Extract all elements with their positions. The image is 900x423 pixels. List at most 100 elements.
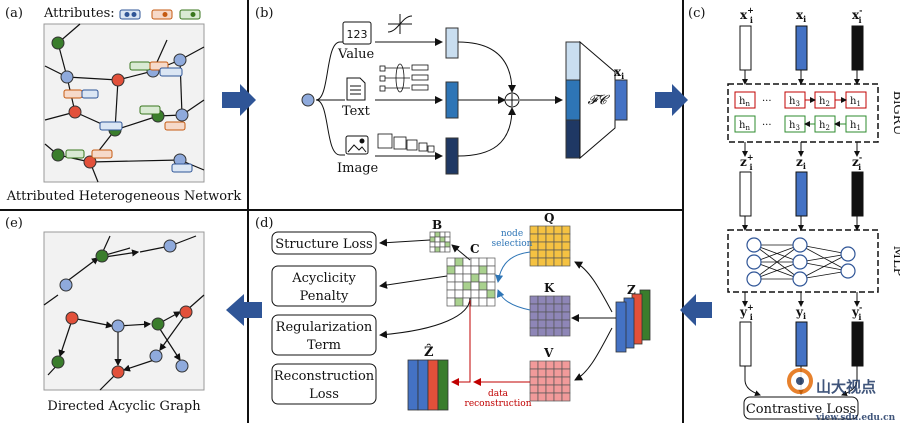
gru-backward-row: hn h3 h2 h1 ···	[734, 115, 867, 133]
matrix-cell	[561, 384, 571, 394]
matrix-v	[529, 360, 571, 402]
matrix-cell	[486, 289, 496, 299]
matrix-cell	[529, 368, 539, 378]
matrix-cell	[561, 303, 571, 313]
matrix-cell	[446, 297, 456, 307]
matrix-cell	[429, 246, 436, 253]
bigru-block	[727, 83, 879, 143]
matrix-cell	[553, 384, 563, 394]
matrix-cell	[529, 311, 539, 321]
panel-d: (d) Structure Loss Acyclicity Penalty Re…	[255, 211, 651, 411]
panel-label-a: (a)	[5, 6, 23, 21]
value-icon	[342, 21, 372, 45]
panel-a-caption: Attributed Heterogeneous Network	[6, 189, 242, 204]
svg-text:···: ···	[762, 120, 772, 131]
panel-a: (a) Attributes:	[5, 6, 241, 204]
matrix-cell	[529, 384, 539, 394]
matrix-cell	[429, 241, 436, 248]
matrix-cell	[553, 360, 563, 370]
matrix-c	[446, 257, 496, 307]
matrix-cell	[478, 273, 488, 283]
matrix-cell	[545, 360, 555, 370]
svg-text:···: ···	[762, 96, 772, 107]
svg-text:h3: h3	[789, 120, 800, 132]
matrix-cell	[439, 246, 446, 253]
matrix-cell	[486, 273, 496, 283]
regularization-box	[271, 314, 377, 356]
z-positive-label: z+i	[740, 152, 754, 172]
z-negative-label: z-i	[852, 152, 862, 172]
mlp-neurons	[746, 237, 856, 287]
matrix-cell	[537, 295, 547, 305]
matrix-cell	[446, 281, 456, 291]
dag-nodes	[51, 239, 193, 379]
matrix-q	[529, 225, 571, 267]
matrix-cell	[529, 257, 539, 267]
fc-layer	[579, 40, 616, 160]
matrix-c-label: C	[470, 242, 480, 256]
matrix-cell	[553, 295, 563, 305]
value-icon-text: 123	[347, 28, 368, 41]
matrix-cell	[529, 295, 539, 305]
matrix-cell	[537, 241, 547, 251]
matrix-cell	[545, 376, 555, 386]
matrix-cell	[454, 257, 464, 267]
matrix-cell	[561, 225, 571, 235]
big-arrow-c-to-d	[680, 294, 712, 326]
matrix-cell	[486, 281, 496, 291]
matrix-cell	[529, 225, 539, 235]
watermark: 山大视点 view.sdu.edu.cn	[787, 368, 896, 423]
matrix-cell	[545, 295, 555, 305]
matrix-cell	[553, 225, 563, 235]
matrix-cell	[439, 231, 446, 238]
mlp-label: MLP	[890, 246, 900, 277]
matrix-cell	[537, 319, 547, 329]
zhat-matrix	[407, 359, 449, 411]
concat-vector	[565, 41, 581, 159]
matrix-cell	[486, 265, 496, 275]
matrix-cell	[545, 368, 555, 378]
panel-label-d: (d)	[255, 216, 273, 231]
x-anchor-vector	[795, 25, 808, 71]
matrix-cell	[529, 249, 539, 259]
attribute-legend	[119, 9, 201, 20]
svg-text:h1: h1	[850, 120, 861, 132]
matrix-cell	[553, 249, 563, 259]
matrix-cell	[561, 319, 571, 329]
regularization-label-1: Regularization	[276, 320, 373, 335]
text-encoder-icon	[379, 63, 429, 93]
matrix-cell	[462, 273, 472, 283]
reconstruction-label-2: Loss	[309, 387, 339, 402]
matrix-cell	[478, 265, 488, 275]
node-attribute-tags	[63, 61, 193, 173]
acyclicity-box	[271, 265, 377, 307]
matrix-cell	[434, 241, 441, 248]
matrix-cell	[537, 257, 547, 267]
svg-text:hn: hn	[739, 96, 750, 108]
matrix-cell	[478, 297, 488, 307]
y-negative-label: y-i	[851, 302, 862, 322]
x-negative-vector	[851, 25, 864, 71]
text-icon	[346, 77, 366, 101]
matrix-cell	[545, 233, 555, 243]
matrix-cell	[446, 257, 456, 267]
matrix-cell	[545, 225, 555, 235]
z-anchor-vector	[795, 171, 808, 217]
matrix-cell	[470, 265, 480, 275]
svg-text:h2: h2	[819, 120, 830, 132]
matrix-cell	[439, 236, 446, 243]
reconstruction-label-1: Reconstruction	[274, 369, 375, 384]
matrix-v-label: V	[543, 346, 554, 360]
matrix-b	[429, 231, 451, 253]
matrix-cell	[553, 376, 563, 386]
matrix-k	[529, 295, 571, 337]
structure-loss-label: Structure Loss	[275, 237, 372, 252]
matrix-cell	[561, 295, 571, 305]
matrix-cell	[529, 360, 539, 370]
big-arrow-d-to-e	[226, 294, 262, 326]
x-negative-label: x-i	[852, 5, 862, 25]
matrix-cell	[561, 257, 571, 267]
panel-dividers	[0, 0, 684, 423]
matrix-cell	[529, 327, 539, 337]
